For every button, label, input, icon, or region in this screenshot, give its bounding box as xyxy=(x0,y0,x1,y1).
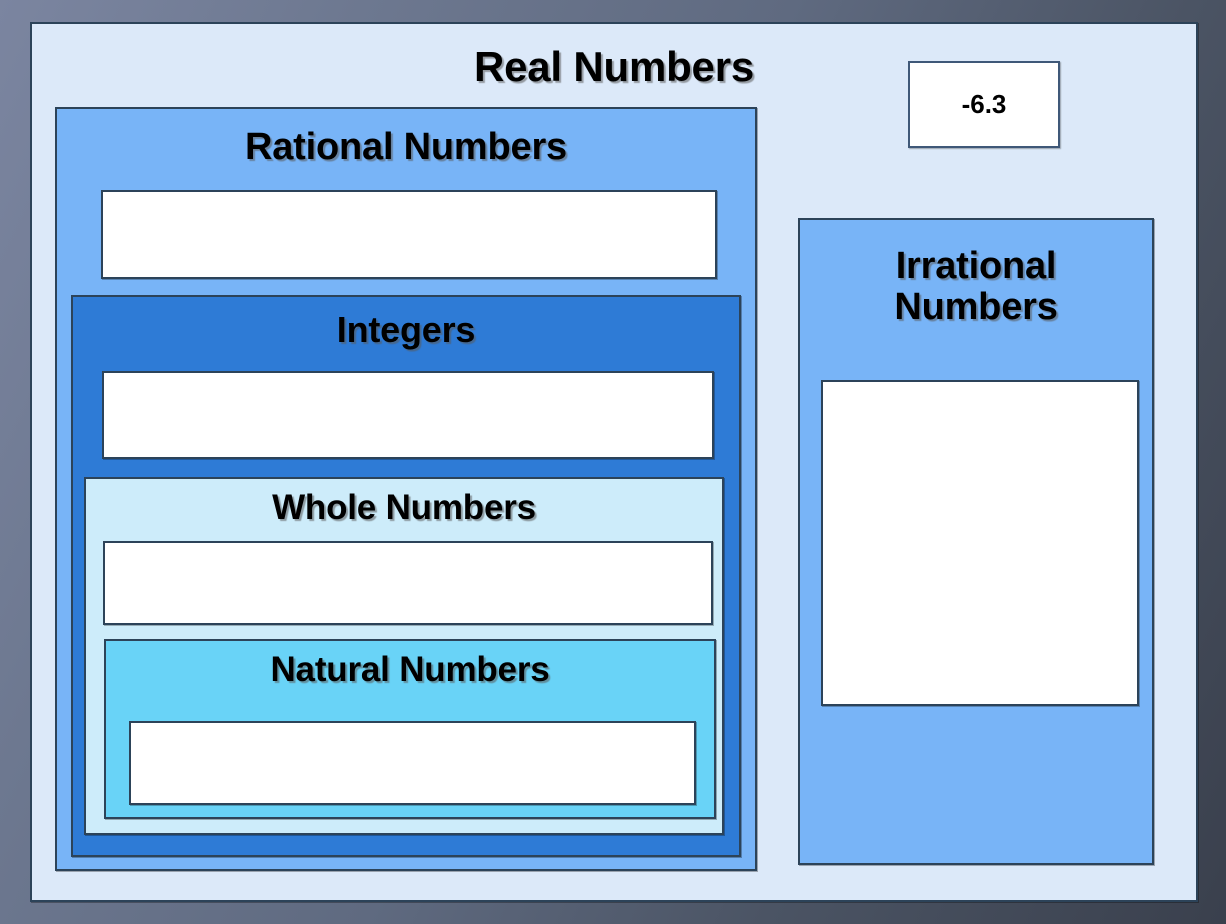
set-title-irrational-numbers: Irrational Numbers xyxy=(894,245,1058,329)
set-panel-irrational-numbers[interactable]: Irrational Numbers xyxy=(798,218,1154,865)
set-panel-natural-numbers[interactable]: Natural Numbers xyxy=(104,639,716,819)
dropzone-rational-numbers[interactable] xyxy=(101,190,717,279)
set-title-integers: Integers xyxy=(336,309,476,350)
set-title-whole-numbers: Whole Numbers xyxy=(272,488,536,527)
set-panel-integers[interactable]: Integers Whole Numbers Natural Numbers xyxy=(71,295,741,857)
dropzone-natural-numbers[interactable] xyxy=(129,721,696,805)
set-panel-real-numbers[interactable]: Real Numbers Rational Numbers Integers W… xyxy=(30,22,1198,902)
set-title-rational-numbers: Rational Numbers xyxy=(245,126,567,168)
set-title-natural-numbers: Natural Numbers xyxy=(270,650,550,689)
number-tile[interactable]: -6.3 xyxy=(908,61,1060,148)
set-panel-rational-numbers[interactable]: Rational Numbers Integers Whole Numbers … xyxy=(55,107,757,871)
dropzone-whole-numbers[interactable] xyxy=(103,541,713,625)
dropzone-irrational-numbers[interactable] xyxy=(821,380,1139,706)
dropzone-integers[interactable] xyxy=(102,371,714,459)
set-panel-whole-numbers[interactable]: Whole Numbers Natural Numbers xyxy=(84,477,724,835)
